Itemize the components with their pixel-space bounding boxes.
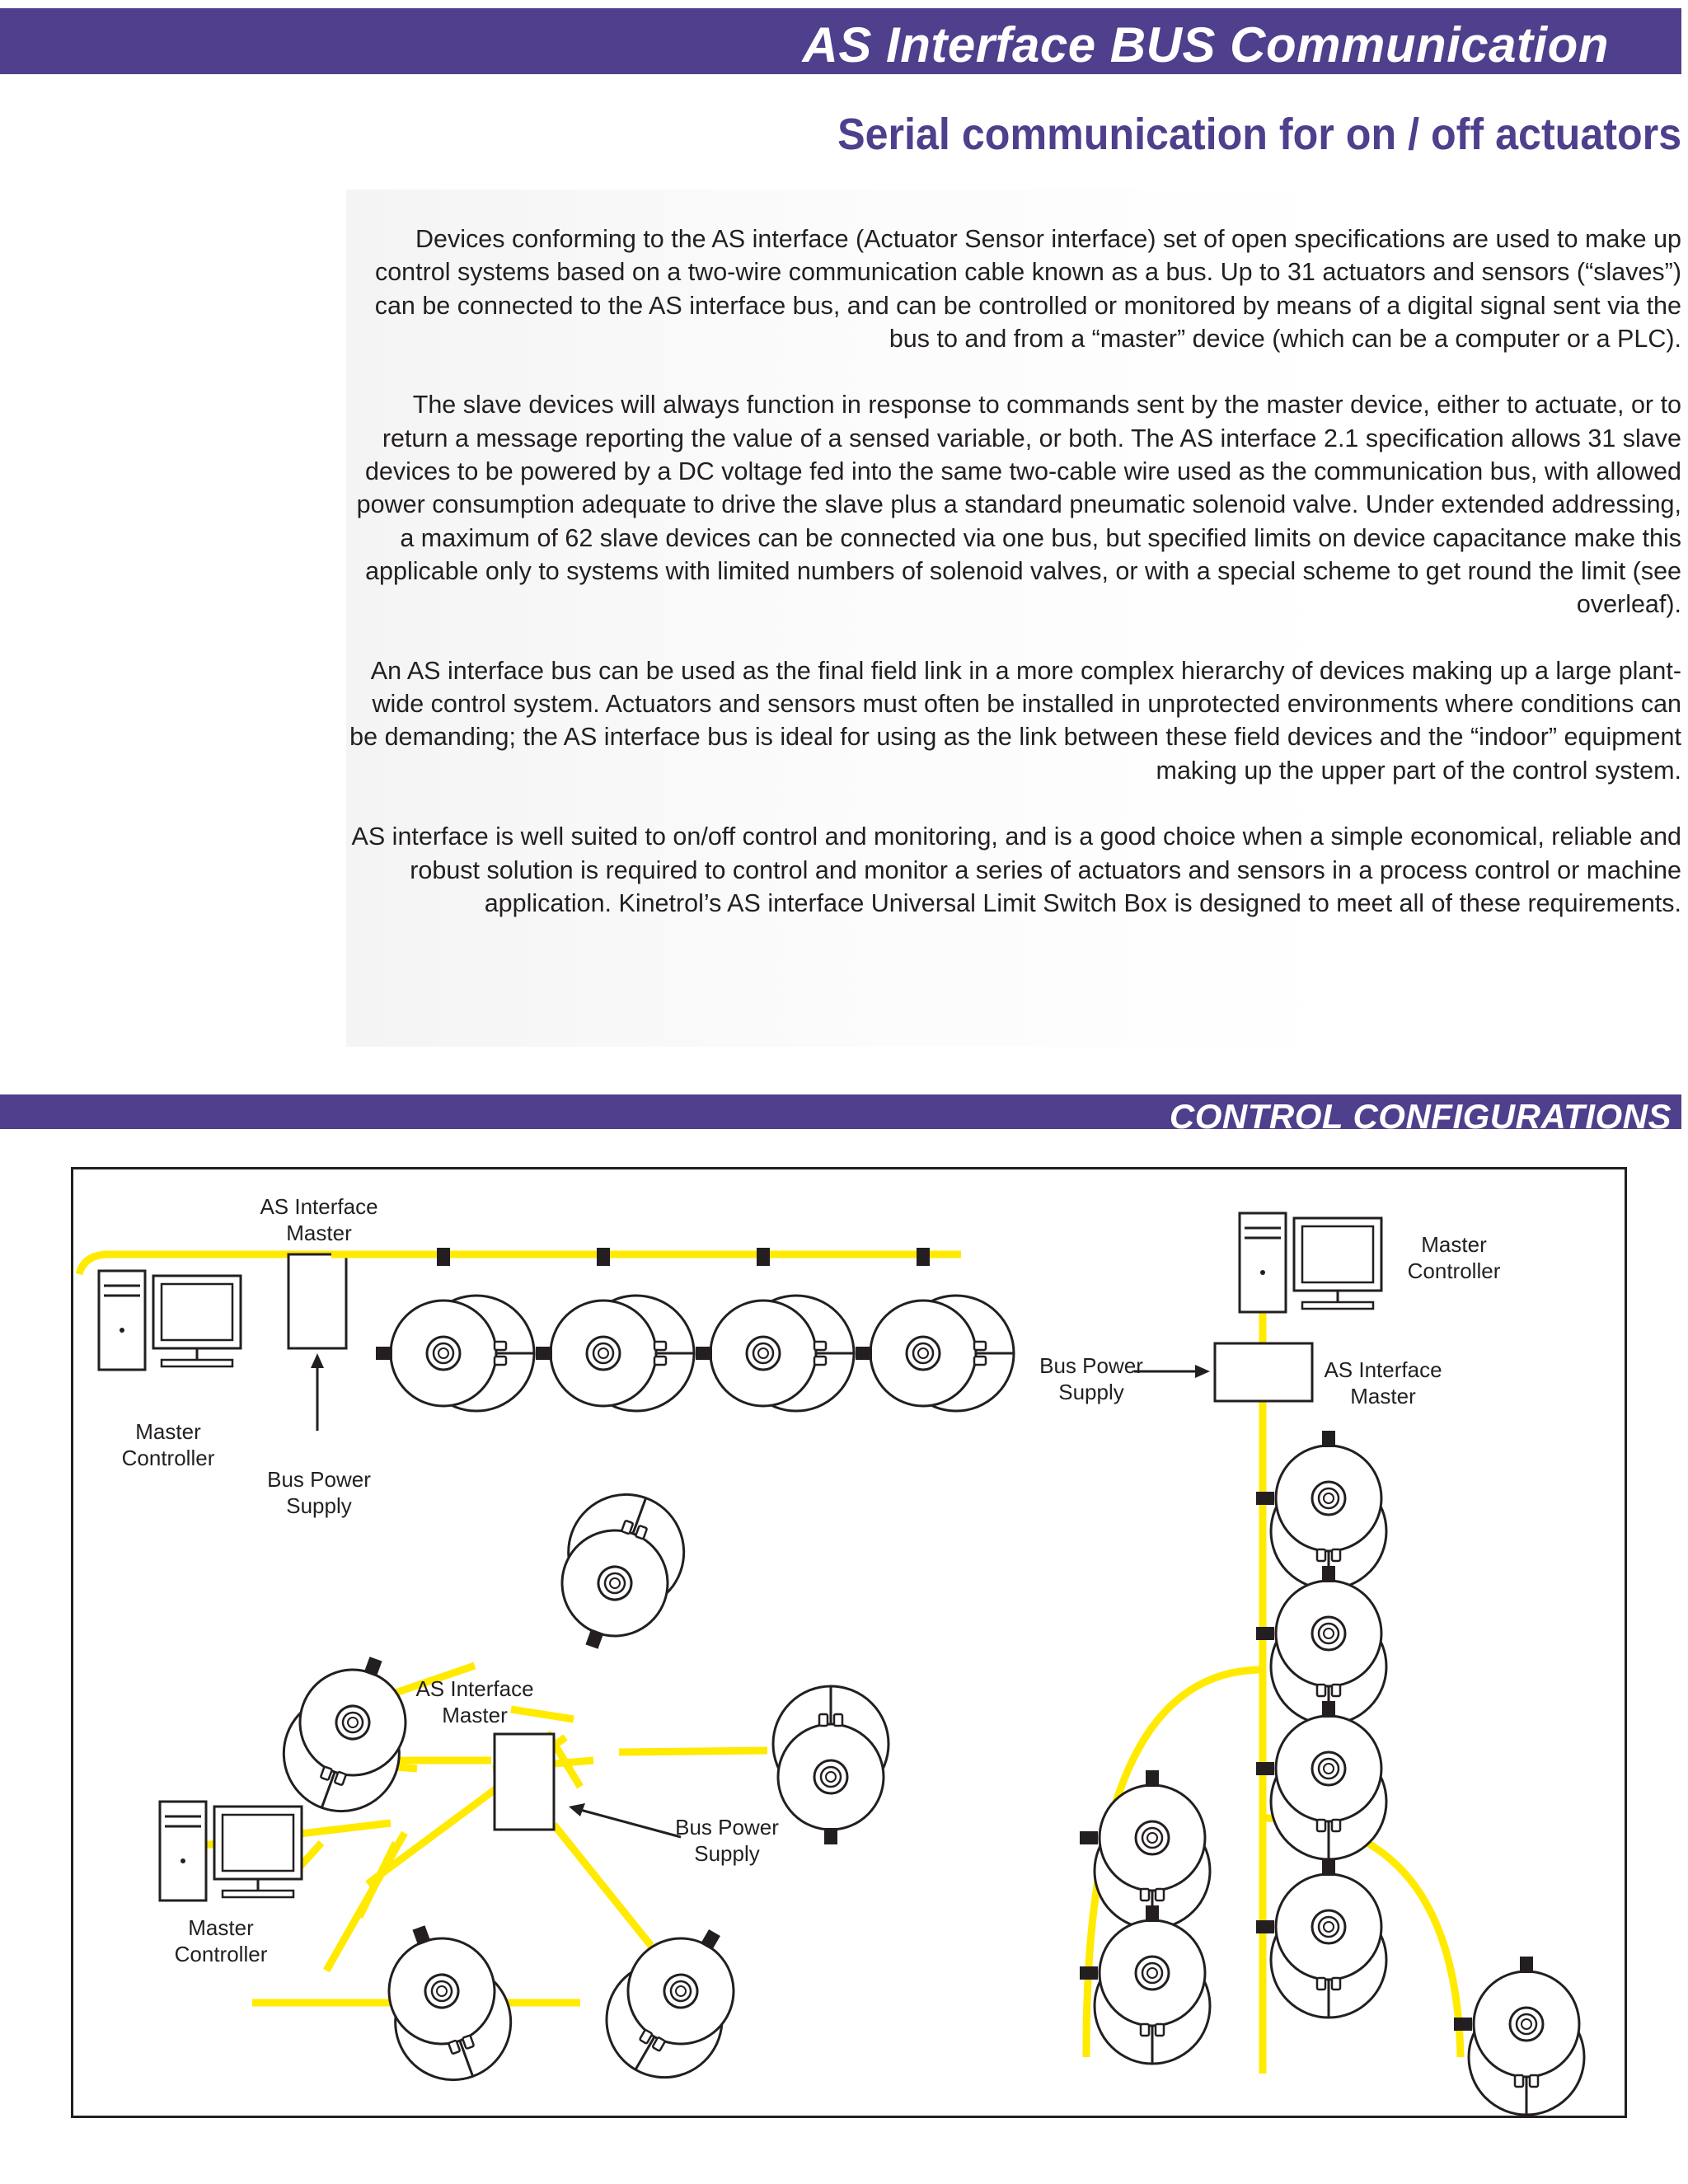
as-interface-master-box xyxy=(493,1732,556,1831)
master-controller-icon xyxy=(1238,1212,1383,1314)
config-c-tree: Master Controller Bus Power Supply AS In… xyxy=(1039,1212,1586,2116)
label-as-interface: AS Interface xyxy=(260,1194,377,1219)
page-title: AS Interface BUS Communication xyxy=(802,17,1609,73)
actuator-icon xyxy=(1269,1858,1388,2019)
config-b-star: AS Interface Master Bus Power Supply Mas… xyxy=(158,1477,890,2100)
connector xyxy=(1256,1627,1274,1640)
connector xyxy=(1256,1492,1274,1505)
connector xyxy=(917,1248,930,1266)
label-supply: Supply xyxy=(1058,1380,1124,1404)
as-interface-master-box xyxy=(1213,1342,1314,1403)
section-title: CONTROL CONFIGURATIONS xyxy=(1169,1097,1672,1136)
connector xyxy=(1080,1831,1098,1844)
paragraph-3: An AS interface bus can be used as the f… xyxy=(349,656,1681,785)
actuator-icon xyxy=(534,1294,696,1413)
label-controller: Controller xyxy=(1408,1258,1501,1283)
section-banner: CONTROL CONFIGURATIONS xyxy=(0,1094,1681,1136)
connector xyxy=(1256,1920,1274,1933)
actuator-icon xyxy=(1093,1904,1212,2065)
config-a-linear-bus: AS Interface Master Master Controller Bu… xyxy=(75,1194,1015,1518)
connector xyxy=(437,1248,450,1266)
page-subtitle: Serial communication for on / off actuat… xyxy=(837,110,1681,159)
actuator-icon xyxy=(1269,1699,1388,1861)
arrowhead xyxy=(569,1803,585,1816)
label-master: Master xyxy=(135,1419,201,1444)
label-controller: Controller xyxy=(175,1942,268,1966)
diagram-frame xyxy=(71,1167,1627,2118)
connector xyxy=(757,1248,770,1266)
actuator-icon xyxy=(1467,1955,1586,2116)
label-as-interface: AS Interface xyxy=(415,1676,533,1701)
label-supply: Supply xyxy=(694,1841,760,1866)
power-arrow xyxy=(579,1808,682,1839)
intro-text: Devices conforming to the AS interface (… xyxy=(346,223,1681,954)
master-controller-icon xyxy=(97,1269,242,1371)
actuator-icon xyxy=(1269,1564,1388,1726)
actuator-icon xyxy=(1269,1429,1388,1591)
connector xyxy=(1080,1966,1098,1980)
cable xyxy=(355,1841,400,1919)
actuator-icon xyxy=(854,1294,1015,1413)
cable xyxy=(551,1822,654,1948)
title-banner: AS Interface BUS Communication xyxy=(0,8,1681,74)
label-master: Master xyxy=(1350,1384,1416,1408)
arrowhead xyxy=(311,1353,324,1368)
label-bus-power: Bus Power xyxy=(267,1467,371,1492)
actuator-icon xyxy=(536,1477,701,1668)
connector xyxy=(1256,1762,1274,1775)
bus-cable-a xyxy=(75,1250,565,1276)
actuator-icon xyxy=(1093,1769,1212,1930)
paragraph-2: The slave devices will always function i… xyxy=(356,391,1681,619)
intro-background-panel xyxy=(346,190,1681,1047)
connector xyxy=(1454,2018,1472,2031)
label-as-interface: AS Interface xyxy=(1324,1357,1442,1382)
paragraph-1: Devices conforming to the AS interface (… xyxy=(374,225,1681,353)
as-interface-master-box xyxy=(287,1253,348,1350)
label-master: Master xyxy=(1421,1232,1487,1257)
label-master: Master xyxy=(188,1915,254,1940)
connector xyxy=(597,1248,610,1266)
actuator-icon xyxy=(374,1294,536,1413)
arrowhead xyxy=(1195,1365,1210,1378)
label-bus-power: Bus Power xyxy=(1039,1353,1143,1378)
paragraph-4: AS interface is well suited to on/off co… xyxy=(351,823,1681,917)
cable xyxy=(618,1746,768,1756)
control-configurations-diagram: AS Interface Master Master Controller Bu… xyxy=(75,1194,1586,2116)
label-controller: Controller xyxy=(122,1446,215,1470)
bus-branch-left xyxy=(1082,1666,1264,2058)
actuator-icon xyxy=(694,1294,856,1413)
label-master: Master xyxy=(286,1221,352,1245)
actuator-icon xyxy=(266,1638,432,1829)
master-controller-icon xyxy=(158,1800,303,1902)
label-bus-power: Bus Power xyxy=(675,1815,779,1840)
label-master: Master xyxy=(442,1703,508,1727)
actuator-icon xyxy=(771,1685,890,1846)
actuator-icon xyxy=(584,1902,767,2100)
label-supply: Supply xyxy=(286,1493,352,1518)
